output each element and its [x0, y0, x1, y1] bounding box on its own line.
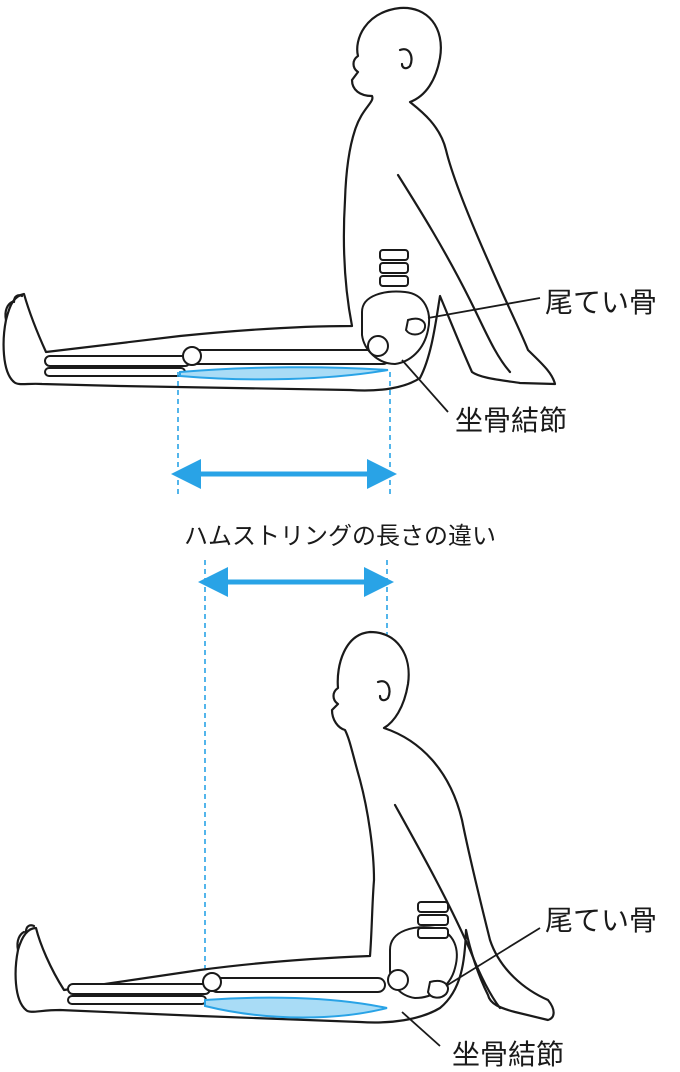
- top-body-outline: [2, 6, 557, 392]
- bottom-seated-figure: [14, 630, 555, 1024]
- top-ischial-label: 坐骨結節: [455, 404, 567, 437]
- bottom-arm: [393, 803, 502, 1010]
- bottom-ischial-leader: [401, 1011, 441, 1047]
- top-tibia: [44, 355, 191, 367]
- top-skeleton: [44, 249, 430, 377]
- bottom-coccyx-bone: [426, 980, 449, 999]
- top-ear: [398, 48, 413, 70]
- bottom-skeleton: [67, 901, 458, 1005]
- caption: ハムストリングの長さの違い: [184, 522, 496, 550]
- top-arm: [396, 173, 512, 374]
- top-coccyx-leader: [427, 297, 541, 319]
- bottom-fibula: [67, 995, 207, 1005]
- top-seated-figure: [2, 6, 557, 392]
- bottom-ischial-label: 坐骨結節: [452, 1038, 564, 1071]
- bottom-femur: [209, 977, 386, 993]
- top-ischial-leader: [401, 359, 449, 413]
- top-femur: [189, 349, 391, 365]
- top-hip-joint: [367, 335, 389, 357]
- top-hamstring-muscle: [179, 366, 389, 381]
- bottom-coccyx-leader: [445, 927, 541, 987]
- bottom-body-outline: [14, 630, 555, 1024]
- bottom-vertebra-2: [417, 914, 449, 926]
- bottom-vertebra-1: [417, 901, 449, 913]
- bottom-coccyx-label: 尾てい骨: [545, 904, 657, 937]
- top-knee-cap: [182, 346, 202, 366]
- top-vertebra-3: [379, 275, 409, 287]
- bottom-hip-joint: [387, 969, 409, 991]
- bottom-ear: [376, 680, 391, 702]
- bottom-vertebra-3: [417, 927, 449, 939]
- bottom-knee-cap: [202, 972, 222, 992]
- top-vertebra-2: [379, 262, 409, 274]
- top-coccyx-bone: [404, 317, 426, 336]
- bottom-hamstring-muscle: [204, 996, 388, 1019]
- bottom-foot: [16, 924, 36, 952]
- top-coccyx-label: 尾てい骨: [545, 286, 657, 319]
- top-foot: [4, 294, 24, 322]
- top-fibula: [44, 367, 186, 377]
- top-vertebra-1: [379, 249, 409, 261]
- bottom-tibia: [67, 983, 211, 995]
